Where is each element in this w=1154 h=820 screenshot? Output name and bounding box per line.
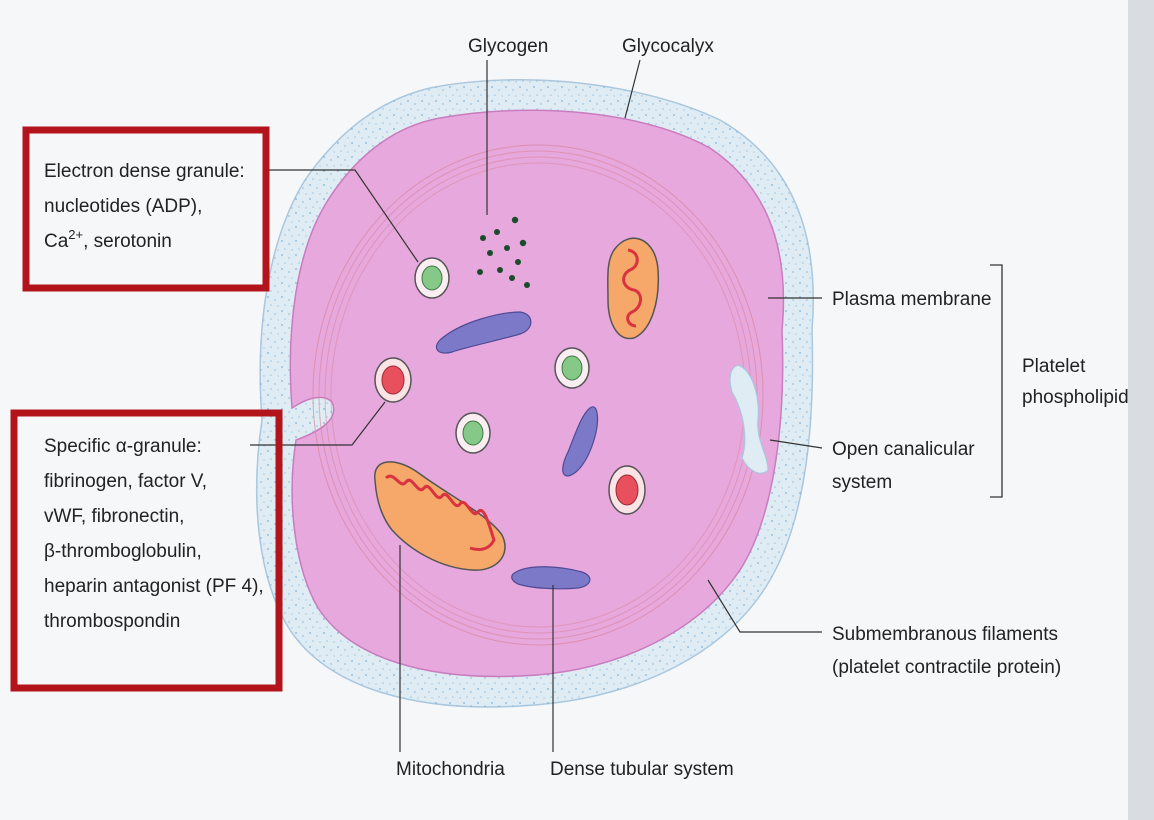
glycogen-label: Glycogen — [468, 36, 548, 57]
dense-tubular-label: Dense tubular system — [550, 759, 734, 780]
platelet-phospholipid-label-line1: Platelet — [1022, 356, 1086, 377]
dense-granule-text-line2: nucleotides (ADP), — [44, 196, 202, 217]
alpha-granule-text-line5: heparin antagonist (PF 4), — [44, 576, 264, 597]
mitochondria-label: Mitochondria — [396, 759, 505, 780]
dense-granule — [555, 348, 589, 388]
alpha-granule-text-line3: vWF, fibronectin, — [44, 506, 184, 527]
submembranous-label-line2: (platelet contractile protein) — [832, 657, 1061, 678]
platelet-phospholipid-label-line2: phospholipid — [1022, 387, 1129, 408]
plasma-membrane-label: Plasma membrane — [832, 289, 991, 310]
dense-granule-text-line3: Ca2+, serotonin — [44, 227, 172, 252]
open-canalicular-label-line1: Open canalicular — [832, 439, 975, 460]
alpha-granule-text-line4: β-thromboglobulin, — [44, 541, 202, 562]
dense-granule — [456, 413, 490, 453]
alpha-granule — [375, 358, 411, 402]
page-edge — [1128, 0, 1154, 820]
alpha-granule — [609, 466, 645, 514]
cytoplasm — [290, 110, 783, 676]
alpha-granule-text-line2: fibrinogen, factor V, — [44, 471, 207, 492]
dense-granule — [415, 258, 449, 298]
glycocalyx-label: Glycocalyx — [622, 36, 714, 57]
submembranous-label-line1: Submembranous filaments — [832, 624, 1058, 645]
phospholipid-bracket — [990, 265, 1002, 497]
alpha-granule-text-line6: thrombospondin — [44, 611, 180, 632]
alpha-granule-text-line1: Specific α-granule: — [44, 436, 202, 457]
open-canalicular-label-line2: system — [832, 472, 892, 493]
dense-granule-text-line1: Electron dense granule: — [44, 161, 245, 182]
